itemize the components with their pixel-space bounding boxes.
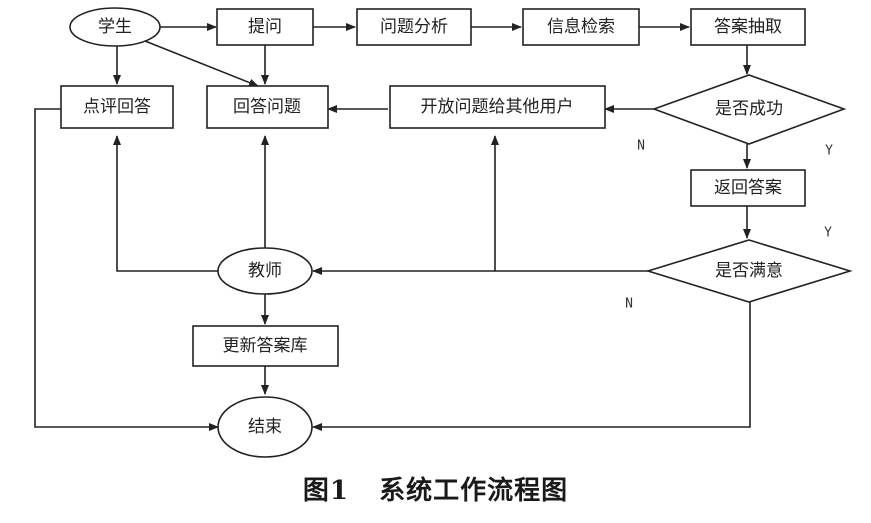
label-ask: 提问: [248, 17, 282, 37]
node-success: [651, 74, 847, 145]
node-end: [217, 396, 313, 458]
node-teacher: [217, 247, 313, 295]
node-return-answer: [690, 169, 806, 207]
node-student: [69, 7, 161, 47]
label-analyze: 问题分析: [380, 17, 448, 37]
node-analyze: [356, 8, 472, 46]
label-student: 学生: [98, 17, 132, 37]
edge-label-success-no: N: [637, 139, 645, 154]
edge-satisfied-end: [312, 302, 751, 431]
edge-student-answer: [144, 40, 259, 87]
label-review: 点评回答: [83, 97, 151, 117]
label-return-answer: 返回答案: [714, 178, 782, 198]
edge-label-satisfied-yes: Y: [824, 226, 832, 241]
node-open-question: [389, 85, 606, 129]
node-ask: [216, 8, 314, 46]
node-extract: [690, 8, 806, 46]
node-review: [60, 85, 174, 129]
edge-teacher-review: [113, 135, 218, 272]
label-success: 是否成功: [715, 99, 783, 119]
node-search: [522, 8, 640, 46]
edge-label-satisfied-no: N: [625, 297, 633, 312]
figure-caption: 图1 系统工作流程图: [302, 476, 569, 506]
label-update-db: 更新答案库: [223, 336, 308, 356]
node-satisfied: [645, 239, 853, 303]
node-update-db: [192, 325, 339, 367]
flowchart: 学生 提问 问题分析 信息检索 答案抽取 点评回答 回答问题 开放问题给其他用户…: [34, 7, 853, 458]
node-answer: [206, 85, 329, 129]
label-open-question: 开放问题给其他用户: [421, 97, 574, 117]
label-satisfied: 是否满意: [715, 261, 783, 281]
label-end: 结束: [248, 417, 282, 437]
label-extract: 答案抽取: [714, 17, 782, 37]
label-search: 信息检索: [547, 17, 615, 37]
edge-label-success-yes: Y: [825, 144, 833, 159]
label-answer: 回答问题: [233, 97, 301, 117]
edge-review-end: [34, 108, 219, 431]
label-teacher: 教师: [248, 261, 282, 281]
